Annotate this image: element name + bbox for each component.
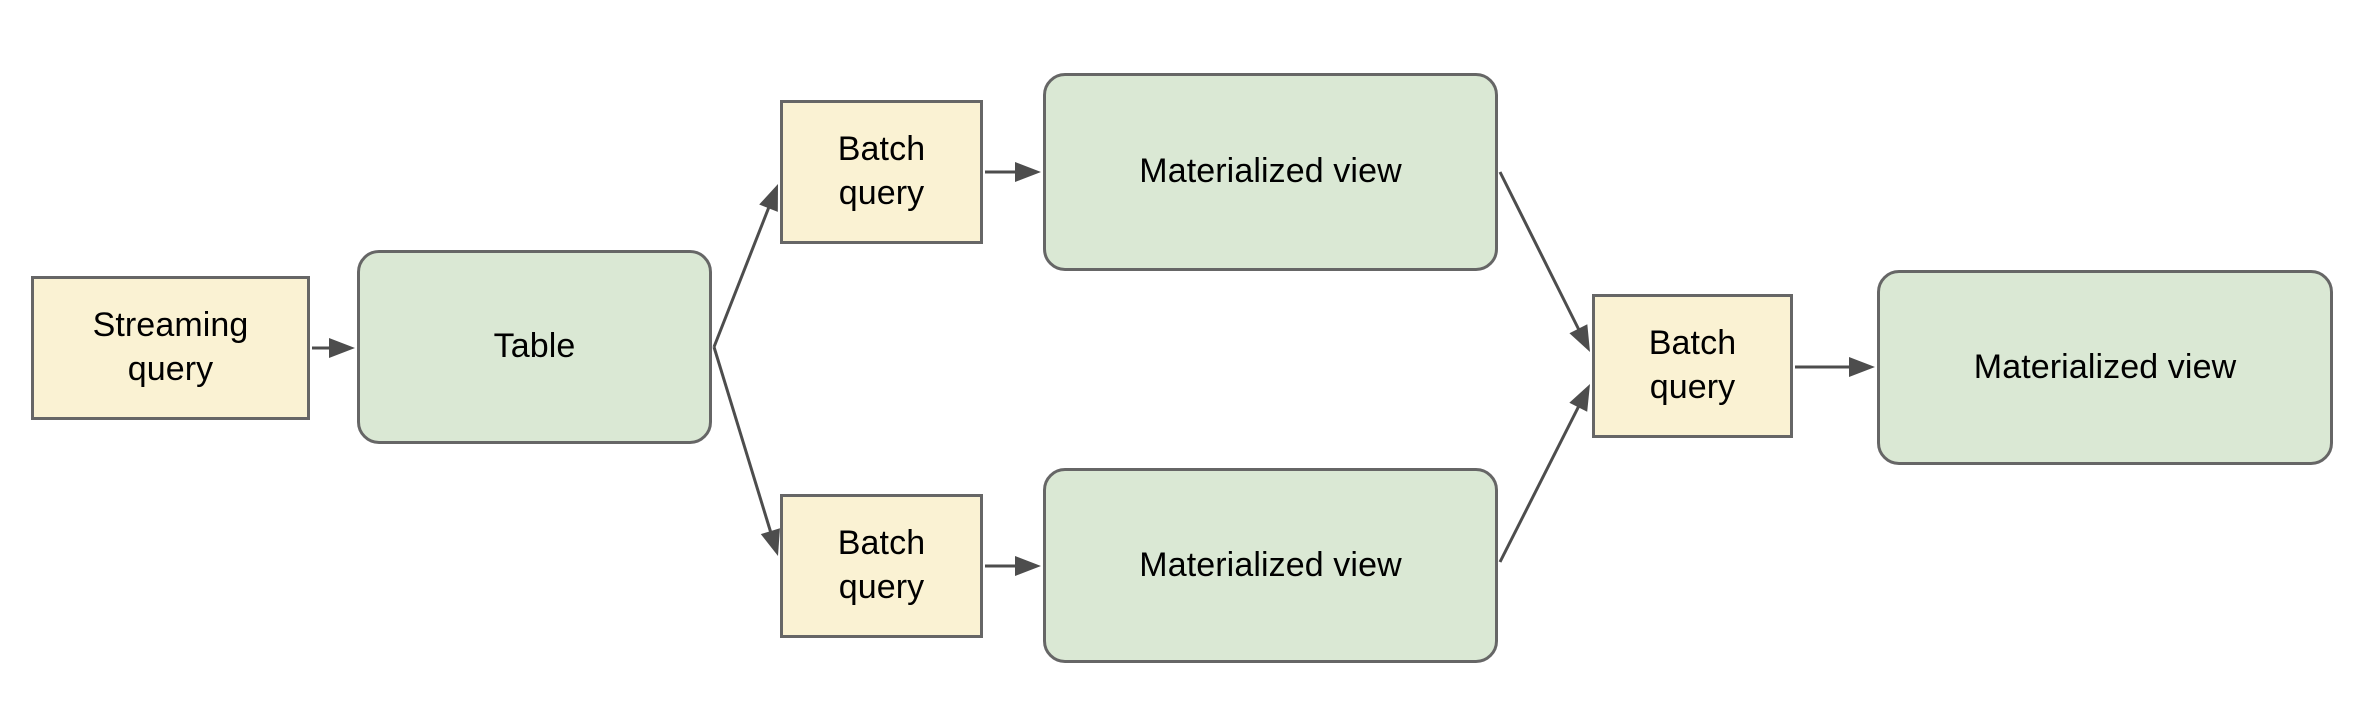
node-label: Batch query bbox=[1648, 324, 1737, 406]
arrowhead-icon bbox=[329, 338, 355, 358]
arrowhead-icon bbox=[1015, 556, 1041, 576]
arrowhead-icon bbox=[1569, 324, 1590, 352]
edge-table-to-batch-query-top bbox=[712, 184, 778, 348]
edge-batch-query-join-to-materialized-view-final bbox=[1795, 357, 1875, 377]
arrowhead-icon bbox=[1569, 384, 1590, 412]
node-label: Materialized view bbox=[1139, 152, 1402, 191]
node-label: Batch query bbox=[837, 524, 926, 606]
node-label: Materialized view bbox=[1973, 347, 2237, 386]
node-label: Streaming query bbox=[92, 306, 249, 388]
edge-table-to-batch-query-bottom bbox=[712, 346, 780, 556]
edge-batch-query-bottom-to-materialized-view-bottom bbox=[985, 556, 1041, 576]
node-label: Batch query bbox=[837, 130, 926, 212]
node-batch-query-bottom[interactable]: Batch query bbox=[780, 494, 983, 638]
edge-materialized-view-bottom-to-batch-query-join bbox=[1498, 384, 1590, 563]
node-table[interactable]: Table bbox=[357, 250, 712, 444]
edge-materialized-view-top-to-batch-query-join bbox=[1498, 171, 1590, 352]
edge-batch-query-top-to-materialized-view-top bbox=[985, 162, 1041, 182]
node-batch-query-top[interactable]: Batch query bbox=[780, 100, 983, 244]
node-batch-query-join[interactable]: Batch query bbox=[1592, 294, 1793, 438]
arrowhead-icon bbox=[760, 528, 780, 556]
arrowhead-icon bbox=[1849, 357, 1875, 377]
node-label: Materialized view bbox=[1139, 545, 1402, 584]
arrowhead-icon bbox=[1015, 162, 1041, 182]
node-materialized-view-bottom[interactable]: Materialized view bbox=[1043, 468, 1498, 663]
node-materialized-view-top[interactable]: Materialized view bbox=[1043, 73, 1498, 271]
arrowhead-icon bbox=[759, 184, 778, 212]
edge-streaming-query-to-table bbox=[312, 338, 355, 358]
node-label: Table bbox=[493, 327, 576, 366]
node-streaming-query[interactable]: Streaming query bbox=[31, 276, 310, 420]
node-materialized-view-final[interactable]: Materialized view bbox=[1877, 270, 2333, 465]
